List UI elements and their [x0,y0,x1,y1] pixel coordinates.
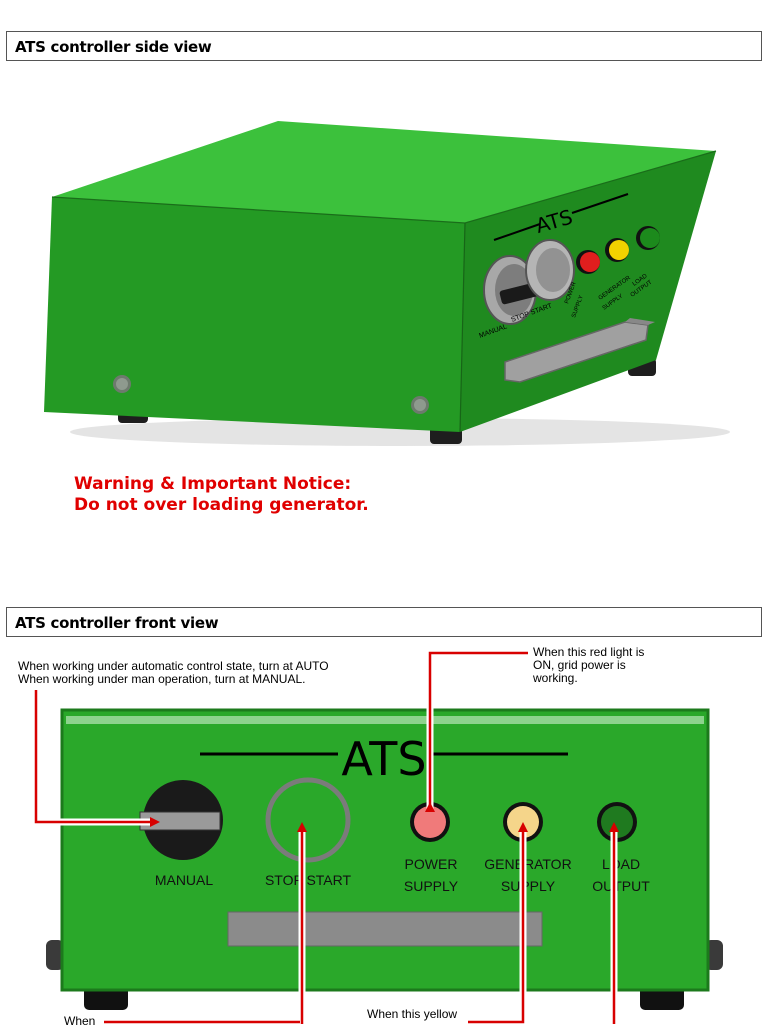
front-label-power: POWER [405,856,458,872]
warning-line-2: Do not over loading generator. [74,495,369,515]
front-view-title: ATS controller front view [15,614,219,632]
red-light-note: When this red light is ON, grid power is… [533,645,645,685]
mode-note-line-2: When working under man operation, turn a… [18,672,306,686]
front-ats-logo: ATS [341,732,426,786]
side-view-header: ATS controller side view [6,31,762,61]
front-view-header: ATS controller front view [6,607,762,637]
red-note-line-1: When this red light is [533,645,645,659]
when-note-line-1: When [64,1014,96,1028]
side-view-title: ATS controller side view [15,38,212,56]
yellow-light-note: When this yellow [367,1007,458,1021]
front-label-stop-start: STOP START [265,872,352,888]
front-label-load: LOAD [602,856,640,872]
mode-note: When working under automatic control sta… [18,660,329,686]
ats-side-view-illustration: ATS MANUAL STOP START POWER SUPPLY GENER… [44,121,730,446]
front-label-load-output: OUTPUT [592,878,650,894]
red-note-line-3: working. [533,671,578,685]
front-label-generator-supply: SUPPLY [501,878,556,894]
front-label-generator: GENERATOR [484,856,571,872]
when-note: When [64,1014,96,1028]
yellow-note-line-1: When this yellow [367,1007,458,1021]
front-label-manual: MANUAL [155,872,214,888]
warning-line-1: Warning & Important Notice: [74,474,352,494]
warning-notice: Warning & Important Notice: Do not over … [74,474,369,516]
front-label-power-supply: SUPPLY [404,878,459,894]
red-note-line-2: ON, grid power is [533,658,626,672]
mode-note-line-1: When working under automatic control sta… [18,659,329,673]
